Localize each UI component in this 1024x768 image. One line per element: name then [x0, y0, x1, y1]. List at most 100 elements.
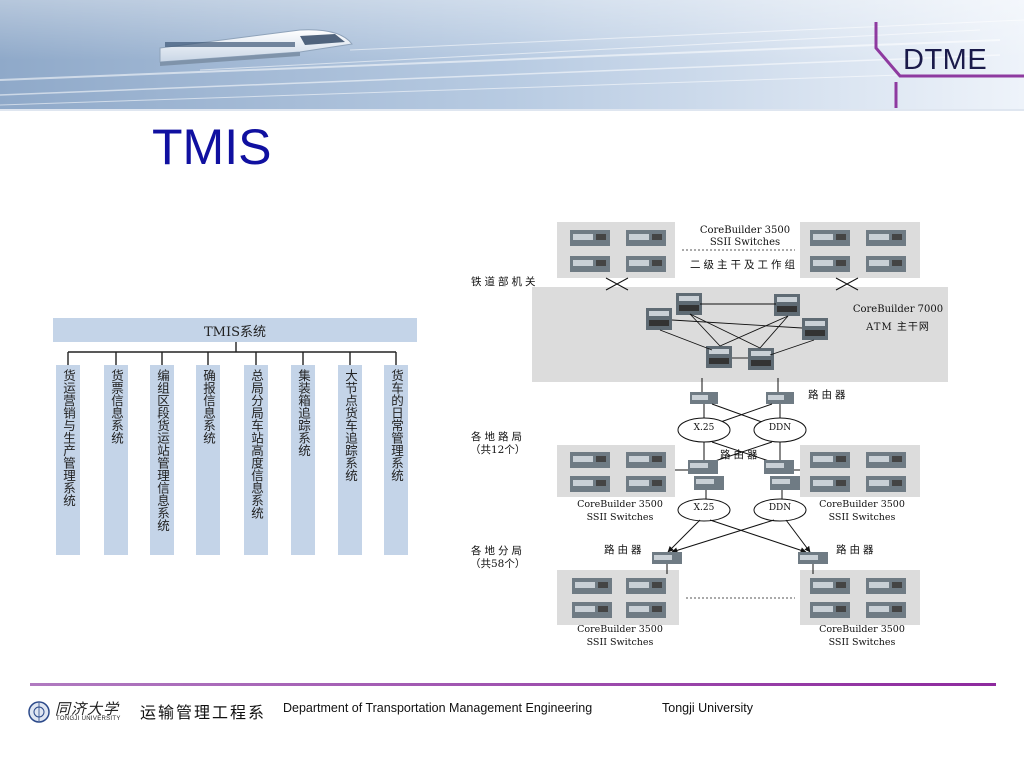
road-bureau-line1: 各地路局 [471, 431, 525, 443]
router-icon [764, 460, 794, 474]
tree-branch-label: 总局分局车站高度信息系统 [249, 369, 264, 519]
road-bureau-line2: （共12个） [470, 444, 526, 456]
uplinks [605, 277, 859, 291]
atm-sub: ATM 主干网 [866, 322, 930, 333]
dept-en: Department of Transportation Management … [283, 701, 593, 715]
router-icon [688, 460, 718, 474]
switch-icon [626, 256, 666, 272]
routers-row1 [690, 392, 794, 404]
ministry-label: 铁道部机关 [471, 276, 539, 288]
road-right-switch-sub: SSII Switches [828, 512, 896, 523]
switch-icon [570, 230, 610, 246]
router-icon [690, 392, 718, 404]
switch-icon [572, 578, 612, 594]
dept-cn: 运输管理工程系 [140, 703, 267, 722]
header-banner [0, 0, 1024, 111]
network-panels [532, 222, 948, 625]
switch-icon [626, 476, 666, 492]
tree-branch: 确报信息系统 [196, 365, 220, 555]
switch-icon [866, 256, 906, 272]
routers-row2 [688, 460, 800, 490]
router-label-1: 路由器 [808, 389, 849, 401]
switch-icon [810, 256, 850, 272]
switch-icon [866, 602, 906, 618]
routers-branch [652, 552, 828, 564]
cloud-ddn-2 [753, 498, 807, 522]
tree-branch-label: 确报信息系统 [201, 369, 216, 444]
tree-branch: 大节点货车追踪系统 [338, 365, 362, 555]
atm-switch-icon [802, 318, 828, 340]
road-right-switch-name: CoreBuilder 3500 [819, 499, 905, 510]
atm-switch-icon [774, 294, 800, 316]
router-icon [766, 392, 794, 404]
slide-title: TMIS [152, 119, 272, 175]
tree-branch: 编组区段货运站管理信息系统 [150, 365, 174, 555]
tree-root-box [53, 318, 417, 342]
switch-icon [570, 476, 610, 492]
tree-branch: 总局分局车站高度信息系统 [244, 365, 268, 555]
university-name: Tongji University [662, 701, 754, 715]
switch-icon [866, 476, 906, 492]
cloud-x25-2 [677, 498, 731, 522]
top-switch-group: 二级主干及工作组 [690, 259, 798, 271]
atm-switch-icon [706, 346, 732, 368]
atm-switch-icon [646, 308, 672, 330]
switch-icon [810, 476, 850, 492]
university-seal-icon [28, 701, 50, 723]
tree-branch: 货车的日常管理系统 [384, 365, 408, 555]
x25-label-1: X.25 [693, 423, 715, 433]
switch-icon [626, 578, 666, 594]
router-label-4: 路由器 [836, 544, 877, 556]
switch-icon [572, 602, 612, 618]
router-icon [798, 552, 828, 564]
tree-branch: 货票信息系统 [104, 365, 128, 555]
branch-left-switch-sub: SSII Switches [586, 637, 654, 648]
branch-bureau-line1: 各地分局 [471, 545, 525, 557]
branch-right-switch-name: CoreBuilder 3500 [819, 624, 905, 635]
switch-icon [810, 602, 850, 618]
switch-icon [626, 230, 666, 246]
atm-switch-icon [748, 348, 774, 370]
tree-branch-label: 大节点货车追踪系统 [343, 369, 358, 482]
router-icon [694, 476, 724, 490]
logo-cn: 同济大学 [55, 700, 120, 718]
atm-mesh [659, 303, 815, 359]
top-switch-name: CoreBuilder 3500 [699, 225, 791, 236]
branch-left-switch-name: CoreBuilder 3500 [577, 624, 663, 635]
atm-router-links [701, 378, 779, 392]
branch-links [667, 519, 811, 554]
switch-icon [570, 452, 610, 468]
atm-switches [646, 293, 828, 370]
tree-branch: 货运营销与生产管理系统 [56, 365, 80, 555]
router-label-2: 路由器 [720, 449, 761, 461]
switch-icon [810, 578, 850, 594]
switch-icon [866, 230, 906, 246]
router-icon [652, 552, 682, 564]
tree-branch-label: 货运营销与生产管理系统 [61, 369, 76, 507]
tree-root-label: TMIS系统 [203, 325, 267, 340]
ddn-label-1: DDN [768, 423, 792, 433]
atm-name: CoreBuilder 7000 [852, 304, 944, 315]
x25-label-2: X.25 [693, 503, 715, 513]
branch-right-switch-sub: SSII Switches [828, 637, 896, 648]
tree-branch-label: 货车的日常管理系统 [389, 369, 404, 482]
switch-icon [866, 452, 906, 468]
switch-devices [570, 230, 906, 618]
tree-branch-label: 编组区段货运站管理信息系统 [155, 369, 170, 532]
router-icon [770, 476, 800, 490]
train-image [159, 29, 353, 66]
road-left-switch-name: CoreBuilder 3500 [577, 499, 663, 510]
switch-icon [810, 452, 850, 468]
atm-backbone-panel [532, 287, 948, 382]
switch-icon [570, 256, 610, 272]
ddn-label-2: DDN [768, 503, 792, 513]
switch-icon [626, 602, 666, 618]
atm-switch-icon [676, 293, 702, 315]
footer-divider [30, 683, 996, 686]
router-label-3: 路由器 [604, 544, 645, 556]
tree-branch-label: 集装箱追踪系统 [296, 369, 311, 457]
tree-branch: 集装箱追踪系统 [291, 365, 315, 555]
